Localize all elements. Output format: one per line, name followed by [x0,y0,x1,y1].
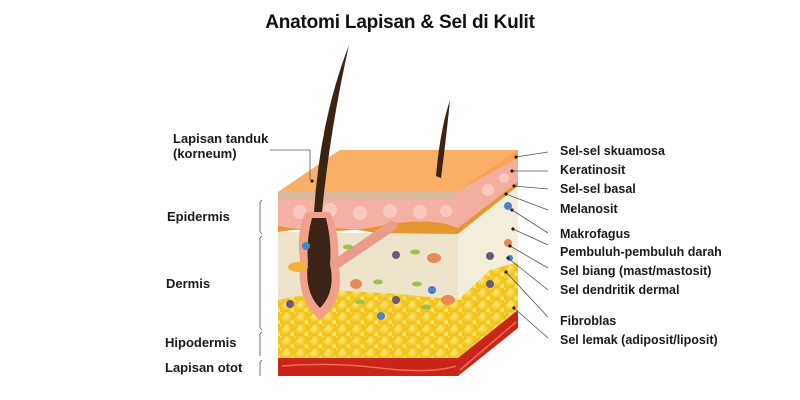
label-dermis: Dermis [166,276,211,291]
label-dermal-dendritic-cells: Sel dendritik dermal [560,283,680,297]
diagram-title: Anatomi Lapisan & Sel di Kulit [265,12,535,33]
muscle-layer [278,310,518,376]
hair-follicle [288,45,450,320]
label-hypodermis: Hipodermis [165,335,237,350]
label-mast-cells: Sel biang (mast/mastosit) [560,264,712,278]
label-melanocytes: Melanosit [560,202,618,216]
label-stratum-corneum: Lapisan tanduk (korneum) [173,131,268,161]
label-squamous-cells: Sel-sel skuamosa [560,144,665,158]
dermal-cells [286,202,513,320]
label-blood-vessels: Pembuluh-pembuluh darah [560,245,722,259]
label-stratum-corneum-line2: (korneum) [173,146,237,161]
label-fibroblasts: Fibroblas [560,314,617,328]
right-leader-lines [505,151,549,339]
label-keratinocytes: Keratinosit [560,163,626,177]
hypodermis-layer [278,262,518,360]
label-basal-cells: Sel-sel basal [560,182,636,196]
label-stratum-corneum-line1: Lapisan tanduk [173,131,269,146]
left-brackets [259,149,311,376]
label-epidermis: Epidermis [167,209,230,224]
stratum-corneum-layer [278,150,518,200]
label-muscle: Lapisan otot [165,360,243,375]
label-macrophages: Makrofagus [560,227,631,241]
label-fat-cells: Sel lemak (adiposit/liposit) [560,333,718,347]
